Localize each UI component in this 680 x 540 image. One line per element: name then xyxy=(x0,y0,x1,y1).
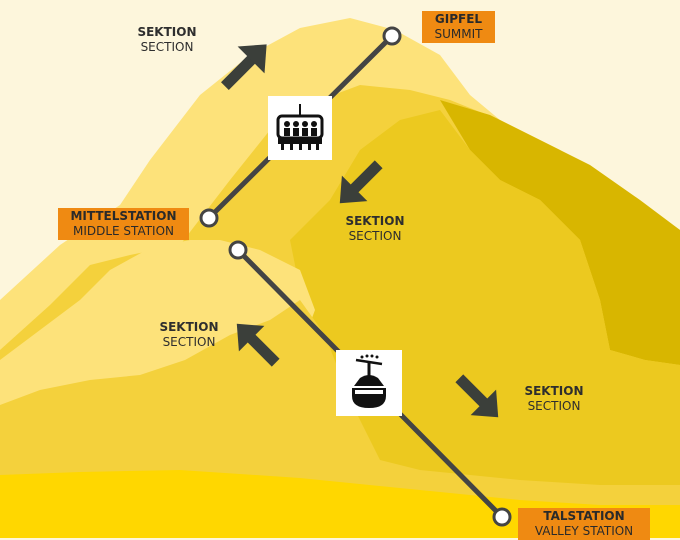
summit-station-name-en: SUMMIT xyxy=(434,27,483,41)
arrow-up-right-icon xyxy=(221,44,267,90)
chairlift-icon xyxy=(268,96,332,160)
section-label-4: SEKTION SECTION xyxy=(524,384,584,413)
middle-station-marker xyxy=(199,208,219,228)
valley-station-name-de: TALSTATION xyxy=(543,509,625,523)
section-label-1: SEKTION SECTION xyxy=(137,25,197,54)
middle-station-lower-marker xyxy=(228,240,248,260)
section-label-2: SEKTION SECTION xyxy=(345,214,405,243)
middle-station-name-de: MITTELSTATION xyxy=(70,209,177,223)
valley-station-marker xyxy=(492,507,512,527)
mountain-shade xyxy=(290,110,680,538)
valley-station-tag: TALSTATION VALLEY STATION xyxy=(518,508,650,540)
arrow-up-left-icon xyxy=(236,323,280,367)
middle-station-tag: MITTELSTATION MIDDLE STATION xyxy=(58,208,189,240)
gondola-icon xyxy=(336,350,402,416)
arrow-down-left-icon xyxy=(339,160,383,204)
section-label-3: SEKTION SECTION xyxy=(159,320,219,349)
summit-station-tag: GIPFEL SUMMIT xyxy=(422,11,495,43)
summit-station-marker xyxy=(382,26,402,46)
middle-station-name-en: MIDDLE STATION xyxy=(72,224,175,238)
summit-station-name-de: GIPFEL xyxy=(434,12,483,26)
arrow-down-right-icon xyxy=(455,374,499,418)
valley-station-name-en: VALLEY STATION xyxy=(534,524,634,538)
mountain-dark-ridge xyxy=(440,100,680,365)
